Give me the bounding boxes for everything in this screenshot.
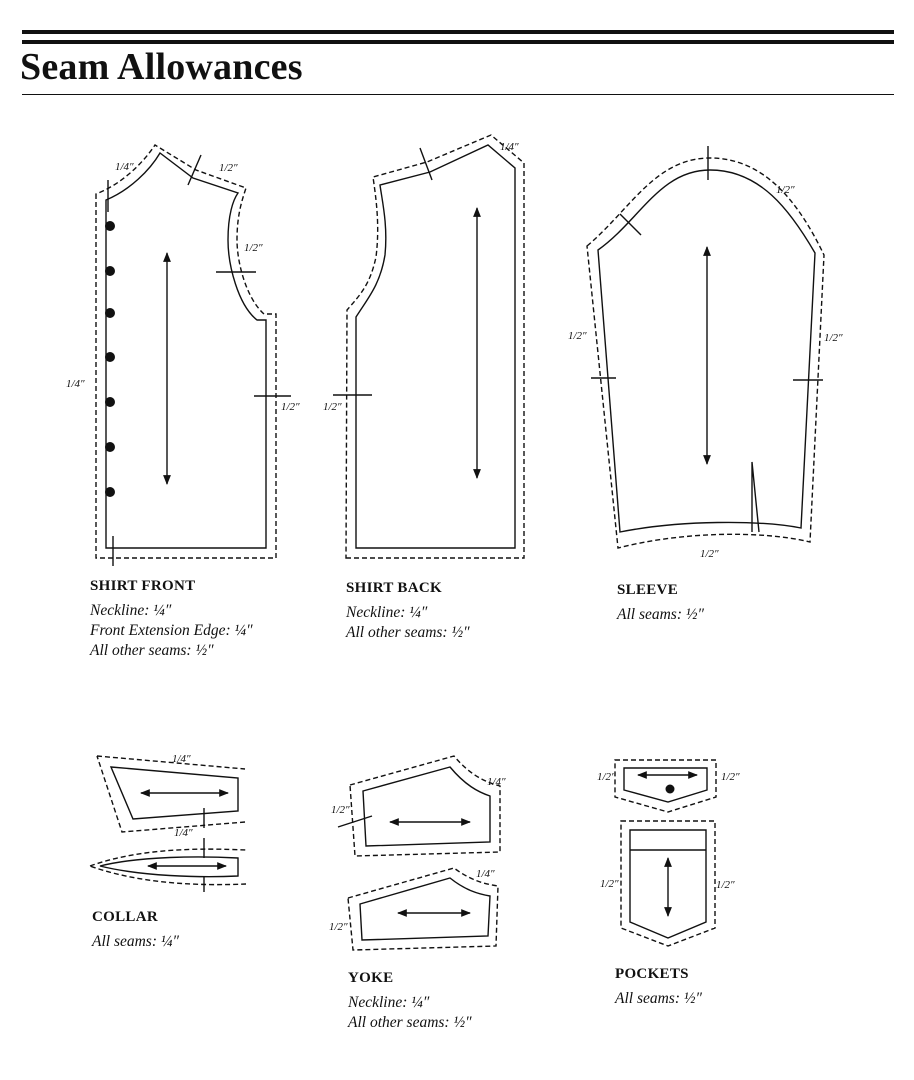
collar-stand-outline [99,856,239,878]
caption-shirt-front-title: SHIRT FRONT [90,578,196,594]
label-front-extension: 1/4″ [66,378,85,390]
yoke-top-outline [362,766,491,847]
shirt-back-notch-shoulder [419,147,433,181]
caption-shirt-back: SHIRT BACK Neckline: ¼″ All other seams:… [346,580,470,643]
shirt-front-buttons [105,221,115,497]
sleeve-notch-front [619,213,642,236]
page-title: Seam Allowances [20,46,303,88]
sleeve-outline [597,169,816,533]
caption-sleeve-title: SLEEVE [617,582,678,598]
label-sleeve-left: 1/2″ [568,330,587,342]
pocket-seam-line [620,820,716,947]
yoke-top-notch [337,815,373,828]
caption-pockets: POCKETS All seams: ½″ [615,966,702,1009]
pockets-pattern [614,759,717,947]
header-rule-thick-2 [22,40,894,44]
title-underline [22,94,894,96]
label-front-armhole: 1/2″ [244,242,263,254]
label-sleeve-right: 1/2″ [824,332,843,344]
label-back-side: 1/2″ [323,401,342,413]
sleeve-seam-line [586,157,825,549]
sleeve-pattern [586,146,825,549]
button-5 [105,397,115,407]
shirt-front-notch-shoulder [187,154,202,186]
label-front-side: 1/2″ [281,401,300,413]
yoke-top-seam-line [349,755,501,857]
seam-labels: 1/4″ 1/2″ 1/2″ 1/4″ 1/2″ 1/4″ 1/2″ 1/2″ … [66,141,843,933]
shirt-back-outline [355,144,516,549]
shirt-front-outline [105,151,267,549]
label-collar-top: 1/4″ [172,753,191,765]
caption-yoke: YOKE Neckline: ¼″ All other seams: ½″ [348,970,472,1033]
header-rule-thick-1 [22,30,894,34]
caption-shirt-front-line-2: Front Extension Edge: ¼″ [90,622,253,639]
shirt-back-pattern [333,134,525,559]
caption-shirt-front-line-1: Neckline: ¼″ [90,602,172,619]
button-3 [105,308,115,318]
caption-shirt-back-line-1: Neckline: ¼″ [346,604,428,621]
button-2 [105,266,115,276]
caption-shirt-front-line-3: All other seams: ½″ [90,642,214,659]
yoke-bottom-seam-line [347,867,499,951]
collar-pattern [89,755,247,892]
caption-shirt-back-title: SHIRT BACK [346,580,442,596]
pocket-flap-seam-line [614,759,717,813]
caption-collar-title: COLLAR [92,909,158,925]
label-yoke-top-neck: 1/4″ [487,776,506,788]
label-pocket-right: 1/2″ [716,879,735,891]
label-yoke-top-side: 1/2″ [331,804,350,816]
caption-pockets-line-1: All seams: ½″ [615,990,702,1007]
sleeve-placket-slit [751,461,760,533]
shirt-front-pattern [95,144,291,566]
label-flap-right: 1/2″ [721,771,740,783]
caption-yoke-title: YOKE [348,970,394,986]
label-sleeve-hem: 1/2″ [700,548,719,560]
button-6 [105,442,115,452]
label-collar-mid: 1/4″ [174,827,193,839]
pocket-flap-outline [623,767,708,803]
caption-shirt-back-line-2: All other seams: ½″ [346,624,470,641]
button-7 [105,487,115,497]
label-pocket-left: 1/2″ [600,878,619,890]
label-yoke-bottom-side: 1/2″ [329,921,348,933]
label-sleeve-cap: 1/2″ [776,184,795,196]
label-front-neck: 1/4″ [115,161,134,173]
label-front-shoulder: 1/2″ [219,162,238,174]
caption-collar-line-1: All seams: ¼″ [92,933,179,950]
caption-yoke-line-2: All other seams: ½″ [348,1014,472,1031]
yoke-bottom-outline [359,877,491,941]
collar-stand-seam-line [89,848,247,886]
pocket-flap-button [665,784,675,794]
label-yoke-bottom-neck: 1/4″ [476,868,495,880]
button-1 [105,221,115,231]
pocket-outline [629,829,707,939]
button-4 [105,352,115,362]
label-flap-left: 1/2″ [597,771,616,783]
caption-sleeve: SLEEVE All seams: ½″ [617,582,704,625]
shirt-front-seam-line [95,144,277,559]
caption-shirt-front: SHIRT FRONT Neckline: ¼″ Front Extension… [90,578,253,661]
caption-collar: COLLAR All seams: ¼″ [92,909,179,952]
caption-yoke-line-1: Neckline: ¼″ [348,994,430,1011]
caption-sleeve-line-1: All seams: ½″ [617,606,704,623]
label-back-neck: 1/4″ [500,141,519,153]
yoke-pattern [337,755,501,951]
collar-outline [109,766,239,820]
caption-pockets-title: POCKETS [615,966,689,982]
shirt-back-seam-line [345,134,525,559]
